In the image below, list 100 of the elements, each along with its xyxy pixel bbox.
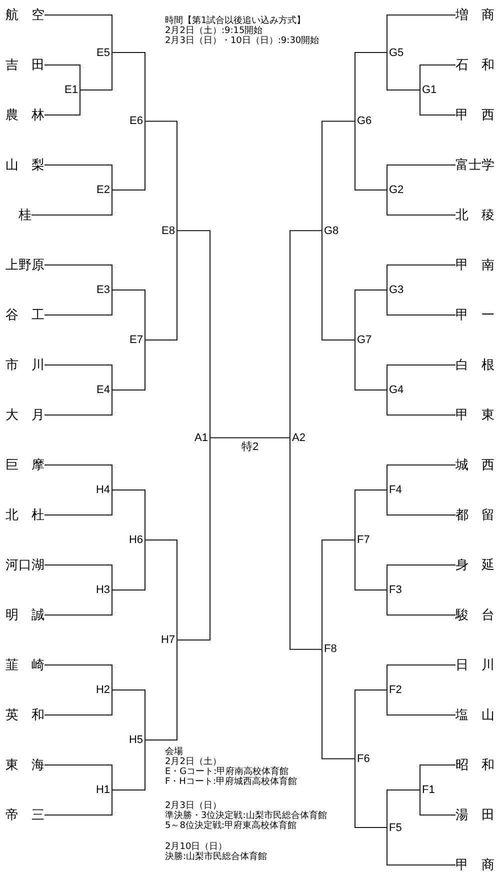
bracket-line [144,120,178,232]
bracket-line [386,827,456,866]
bracket-line [354,290,388,340]
team-name: 甲 商 [456,858,494,872]
bracket-line [386,664,456,690]
bracket-line [44,564,112,590]
bracket-line [322,230,356,340]
match-code: G1 [420,84,439,96]
bracket-line [386,52,420,90]
bracket-line [322,540,356,650]
team-name: 韮 崎 [6,658,44,672]
bracket-line [354,52,388,122]
match-code: A2 [290,432,308,444]
bracket-line [44,690,112,716]
venue-note: 5～8位決定戦:甲府東高校体育館 [165,821,296,831]
match-code: F6 [355,752,372,765]
venue-note: 2月3日（日） [165,801,222,811]
bracket-line [44,14,112,53]
match-code: G3 [387,284,406,296]
bracket-line [420,90,456,116]
bracket-line [386,464,456,490]
bracket-line [420,64,456,90]
team-name: 桂 [18,208,32,222]
match-code: E8 [160,224,177,237]
bracket-line [386,290,456,316]
bracket-line [112,740,146,790]
team-name: 上野原 [6,258,44,272]
bracket-line [322,120,356,232]
match-code: G6 [355,115,374,128]
bracket-line [112,340,146,390]
team-name: 富士学 [456,158,494,172]
bracket-line [354,540,388,590]
bracket-line [44,590,112,616]
match-code: A1 [192,432,210,444]
match-code: E1 [62,84,80,96]
bracket-line [112,490,146,540]
bracket-line [44,764,112,790]
bracket-line [322,648,356,760]
bracket-line [112,540,146,590]
bracket-line [290,437,322,650]
team-name: 都 留 [456,508,494,522]
team-name: 甲 東 [456,408,494,422]
match-code: F1 [420,784,437,796]
team-name: 増 商 [456,8,494,22]
match-code: E2 [94,184,112,196]
bracket-line [210,437,290,438]
bracket-line [144,640,178,740]
bracket-line [386,390,456,416]
team-name: 城 西 [456,458,494,472]
match-code: G2 [387,184,406,196]
match-code: F2 [387,684,404,696]
match-code: H5 [126,734,145,746]
team-name: 英 和 [6,708,44,722]
bracket-line [44,64,80,90]
bracket-line [420,790,456,816]
bracket-line [386,364,456,390]
bracket-line [386,790,420,828]
bracket-line [354,758,388,828]
bracket-line [44,390,112,416]
match-code: E3 [94,284,112,296]
team-name: 農 林 [6,108,44,122]
match-code: E4 [94,384,112,396]
team-name: 塩 山 [456,708,494,722]
bracket-line [290,230,322,438]
match-code: E5 [94,46,112,58]
match-code: G4 [387,384,406,396]
team-name: 北 稜 [456,208,494,222]
bracket-line [44,464,112,490]
match-code: H4 [94,484,112,496]
bracket-line [80,52,112,90]
bracket-line [176,437,210,640]
bracket-line [354,340,388,390]
team-name: 駿 台 [456,608,494,622]
bracket-line [44,264,112,290]
time-note: 2月3日（日）・10日（日）:9:30開始 [165,36,320,46]
bracket-line [44,164,112,190]
team-name: 山 梨 [6,158,44,172]
team-name: 大 月 [6,408,44,422]
bracket-line [386,564,456,590]
team-name: 甲 西 [456,108,494,122]
bracket-line [386,264,456,290]
bracket-line [31,190,112,216]
venue-note: 会場 [165,747,183,757]
bracket-line [386,690,456,716]
venue-note: E・Gコート:甲府南高校体育館 [165,767,289,777]
venue-note: F・Hコート:甲府城西高校体育館 [165,777,297,787]
bracket-line [386,490,456,516]
bracket-line [44,90,80,116]
bracket-line [44,790,112,816]
match-code: F3 [387,584,404,596]
team-name: 吉 田 [6,58,44,72]
match-code: F8 [322,643,339,656]
match-code: G8 [322,224,341,237]
bracket-line [44,364,112,390]
match-code: F4 [387,484,404,496]
match-code: G5 [387,46,406,58]
venue-note: 準決勝・3位決定戦:山梨市民総合体育館 [165,811,327,821]
time-note: 2月2日（土）:9:15開始 [165,26,263,36]
team-name: 明 誠 [6,608,44,622]
match-code: F5 [387,822,404,834]
